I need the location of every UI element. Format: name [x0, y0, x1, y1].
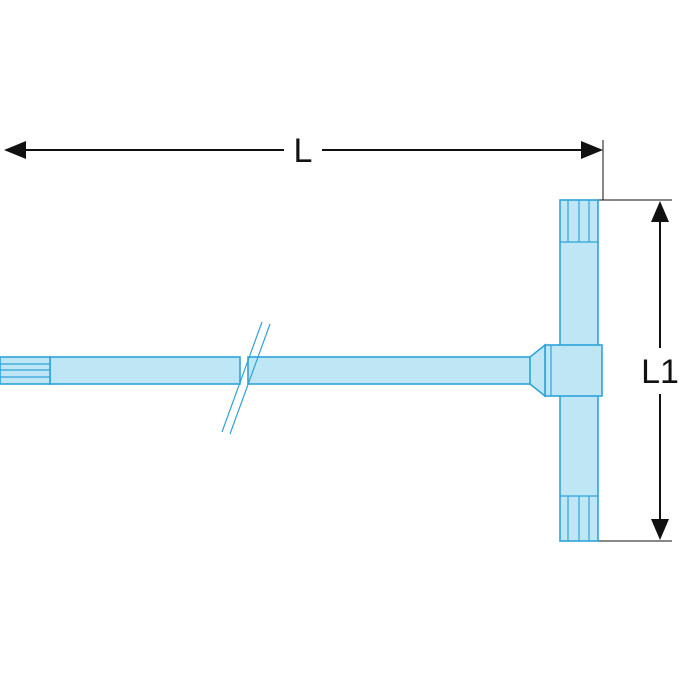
dimension-l-arrow-left	[4, 141, 26, 159]
dimension-l-arrow-right	[581, 141, 603, 159]
shaft-left	[49, 356, 241, 385]
break-line-1	[221, 321, 263, 433]
dimension-l1-arrow-top	[651, 201, 669, 222]
hub-body	[544, 344, 603, 397]
t-handle-key	[0, 199, 603, 542]
dimension-l1-arrow-bottom	[651, 519, 669, 540]
hex-bit-tip	[0, 356, 51, 385]
break-line-2	[229, 323, 271, 435]
dimension-l1: L1	[598, 199, 679, 542]
dimension-l-label: L	[294, 132, 313, 170]
hub-taper	[529, 343, 546, 398]
dimension-l1-label: L1	[641, 353, 679, 391]
shaft-right	[247, 356, 541, 385]
dimension-l: L	[4, 132, 604, 200]
handle-hub	[529, 343, 603, 398]
